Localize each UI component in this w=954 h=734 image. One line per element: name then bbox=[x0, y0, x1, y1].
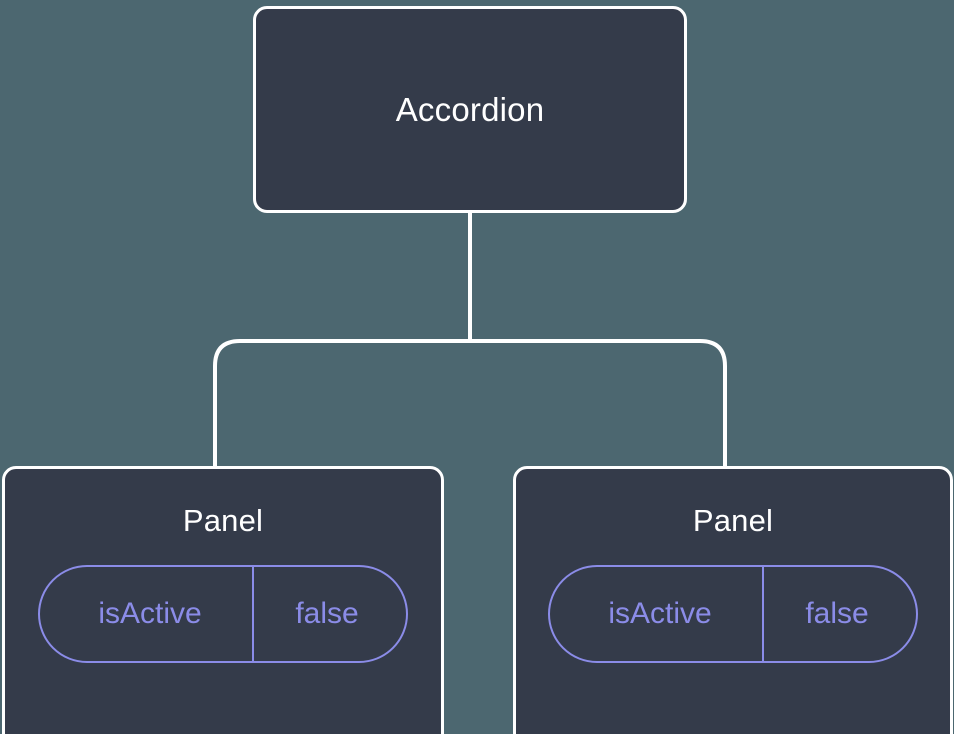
state-value-label: false bbox=[762, 567, 916, 661]
edge-root-to-left-panel bbox=[213, 339, 470, 470]
node-panel-2[interactable]: Panel isActive false bbox=[513, 466, 953, 734]
state-badge-panel-1[interactable]: isActive false bbox=[38, 565, 408, 663]
state-badge-panel-2[interactable]: isActive false bbox=[548, 565, 918, 663]
node-panel-1-title: Panel bbox=[182, 503, 264, 538]
state-value-label: false bbox=[252, 567, 406, 661]
state-key-label: isActive bbox=[98, 597, 202, 630]
edge-root-to-right-panel bbox=[470, 339, 727, 470]
node-accordion-title: Accordion bbox=[395, 91, 545, 128]
node-panel-2-title: Panel bbox=[692, 503, 774, 538]
node-panel-1[interactable]: Panel isActive false bbox=[2, 466, 444, 734]
state-key-label: isActive bbox=[608, 597, 712, 630]
node-accordion[interactable]: Accordion bbox=[253, 6, 687, 213]
